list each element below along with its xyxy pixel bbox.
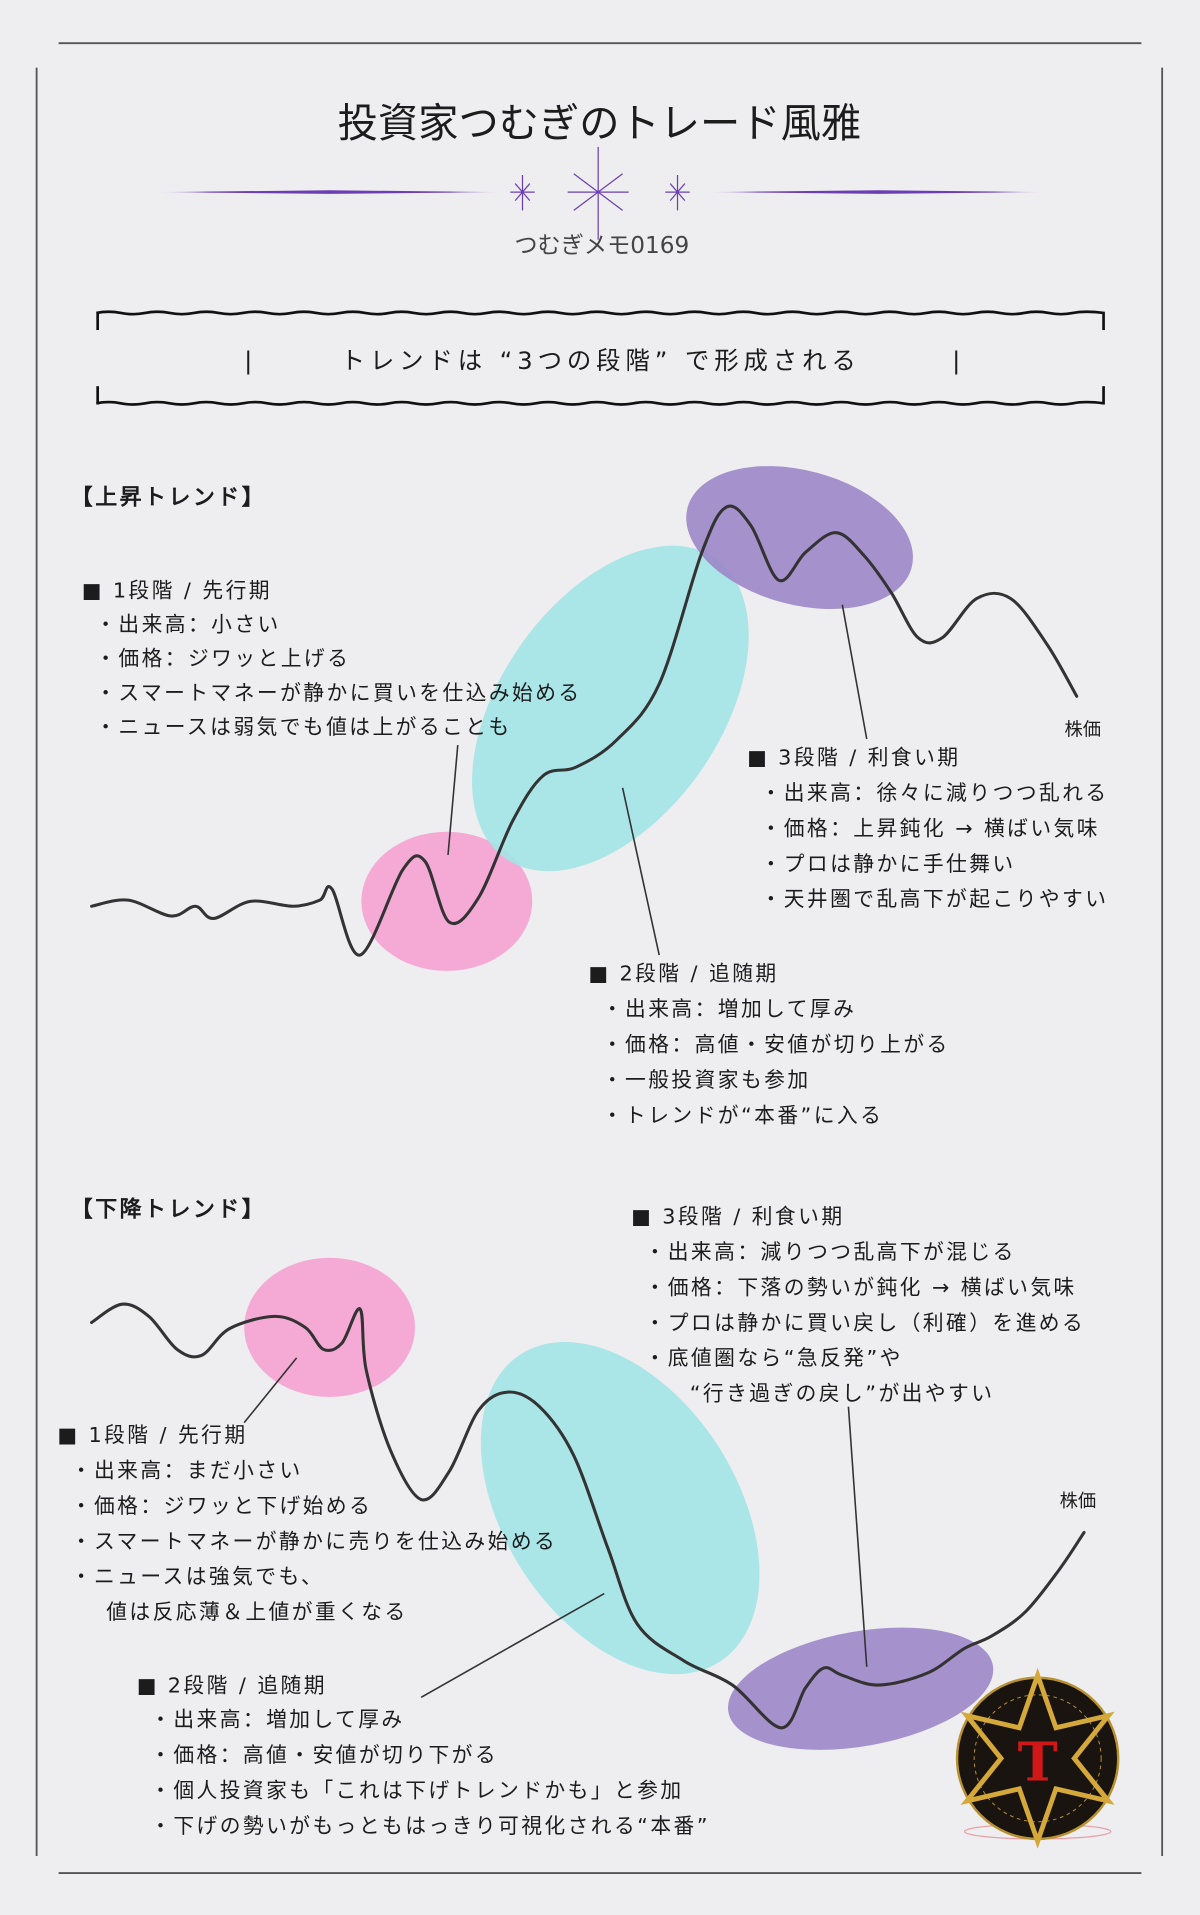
note-line: “行き過ぎの戻し”が出やすい: [690, 1382, 995, 1406]
note-line: ・価格：下落の勢いが鈍化 → 横ばい気味: [645, 1275, 1077, 1299]
note-line: ・プロは静かに買い戻し（利確）を進める: [645, 1311, 1086, 1335]
banner-bar-right: |: [952, 346, 965, 375]
page-frame: [35, 42, 1164, 1874]
note-line: ・価格：高値・安値が切り上がる: [602, 1032, 950, 1056]
uptrend-stage1-notes: ■ 1段階 / 先行期 ・出来高：小さい ・価格：ジワッと上げる ・スマートマネ…: [82, 578, 581, 739]
downtrend-stage3-notes: ■ 3段階 / 利食い期 ・出来高：減りつつ乱高下が混じる ・価格：下落の勢いが…: [631, 1205, 1086, 1406]
banner-heading: トレンドは “3つの段階” で形成される: [341, 346, 861, 375]
downtrend-stage3-highlight: [728, 1627, 994, 1750]
uptrend-price-label: 株価: [1064, 719, 1101, 740]
note-line: ・底値圏なら“急反発”や: [645, 1346, 903, 1370]
uptrend-leader-lines: [447, 604, 868, 956]
downtrend-stage2-notes: ■ 2段階 / 追随期 ・出来高：増加して厚み ・価格：高値・安値が切り下がる …: [137, 1673, 710, 1838]
star-emblem-logo: T: [955, 1667, 1120, 1849]
note-line: ・天井圏で乱高下が起こりやすい: [761, 887, 1109, 911]
page-title: 投資家つむぎのトレード風雅: [338, 101, 861, 147]
note-line: ・個人投資家も「これは下げトレンドかも」と参加: [150, 1778, 683, 1802]
stage-title: ■ 3段階 / 利食い期: [747, 746, 960, 770]
note-line: ・一般投資家も参加: [602, 1068, 811, 1092]
banner-frame: [96, 310, 1105, 406]
note-line: 値は反応薄＆上値が重くなる: [106, 1600, 408, 1624]
note-line: ・スマートマネーが静かに買いを仕込み始める: [95, 681, 581, 705]
note-line: ・価格：ジワッと上げる: [95, 647, 350, 671]
uptrend-stage2-notes: ■ 2段階 / 追随期 ・出来高：増加して厚み ・価格：高値・安値が切り上がる …: [588, 962, 950, 1128]
downtrend-price-label: 株価: [1060, 1491, 1097, 1512]
note-line: ・出来高：増加して厚み: [602, 997, 857, 1021]
note-line: ・ニュースは弱気でも値は上がることも: [95, 715, 511, 739]
stage-title: ■ 3段階 / 利食い期: [631, 1205, 844, 1229]
note-line: ・出来高：増加して厚み: [150, 1708, 404, 1732]
note-line: ・価格：上昇鈍化 → 横ばい気味: [761, 816, 1100, 840]
uptrend-stage3-notes: ■ 3段階 / 利食い期 ・出来高：徐々に減りつつ乱れる ・価格：上昇鈍化 → …: [747, 746, 1109, 912]
note-line: ・プロは静かに手仕舞い: [761, 852, 1016, 876]
stage-title: ■ 1段階 / 先行期: [57, 1423, 247, 1447]
downtrend-stage2-highlight: [480, 1342, 760, 1675]
note-line: ・スマートマネーが静かに売りを仕込み始める: [71, 1529, 557, 1553]
uptrend-price-line: [90, 504, 1079, 957]
note-line: ・ニュースは強気でも、: [71, 1565, 324, 1589]
downtrend-leader-lines: [243, 1357, 868, 1698]
note-line: ・出来高：まだ小さい: [71, 1459, 303, 1483]
downtrend-price-line: [90, 1302, 1086, 1730]
memo-number: つむぎメモ0169: [514, 232, 689, 259]
note-line: ・価格：ジワッと下げ始める: [71, 1494, 373, 1518]
downtrend-stage1-highlight: [244, 1257, 416, 1397]
uptrend-stage3-highlight: [686, 466, 913, 610]
logo-letter: T: [1018, 1730, 1058, 1793]
stage-title: ■ 2段階 / 追随期: [137, 1673, 327, 1697]
note-line: ・トレンドが“本番”に入る: [602, 1103, 884, 1127]
note-line: ・出来高：減りつつ乱高下が混じる: [645, 1240, 1016, 1264]
note-line: ・出来高：徐々に減りつつ乱れる: [761, 781, 1109, 805]
note-line: ・出来高：小さい: [95, 613, 281, 637]
uptrend-heading: 【上昇トレンド】: [71, 486, 266, 511]
note-line: ・価格：高値・安値が切り下がる: [150, 1743, 498, 1767]
downtrend-stage1-notes: ■ 1段階 / 先行期 ・出来高：まだ小さい ・価格：ジワッと下げ始める ・スマ…: [57, 1423, 557, 1624]
note-line: ・下げの勢いがもっともはっきり可視化される“本番”: [150, 1814, 710, 1838]
stage-title: ■ 2段階 / 追随期: [588, 962, 778, 986]
downtrend-heading: 【下降トレンド】: [71, 1197, 266, 1222]
stage-title: ■ 1段階 / 先行期: [82, 578, 272, 602]
banner-bar-left: |: [244, 346, 257, 375]
